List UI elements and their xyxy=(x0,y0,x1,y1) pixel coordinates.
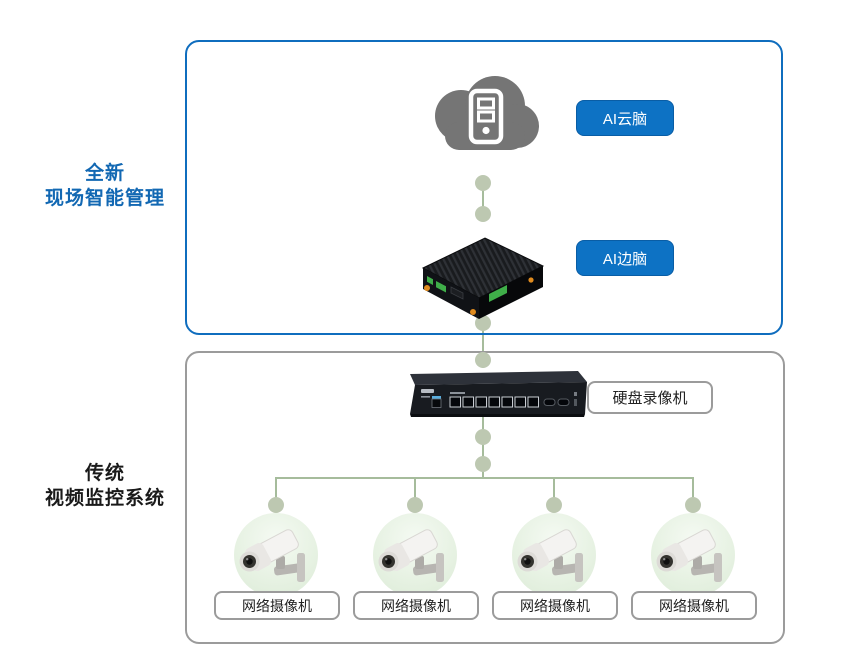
connector-dot xyxy=(475,206,491,222)
ip-camera-image xyxy=(239,525,306,583)
camera-circle-bg xyxy=(373,513,457,597)
nvr-device-image xyxy=(410,371,587,417)
connector-dot xyxy=(475,352,491,368)
camera-drop-line xyxy=(553,477,555,500)
edge-ai-box-image xyxy=(421,237,545,319)
camera-drop-line xyxy=(414,477,416,500)
camera-label-text: 网络摄像机 xyxy=(242,597,312,614)
camera-drop-line xyxy=(275,477,277,500)
camera-circle-bg xyxy=(512,513,596,597)
traditional-section-title: 传统 视频监控系统 xyxy=(5,461,205,511)
ai-edge-brain-label: AI边脑 xyxy=(602,250,648,268)
ip-camera-image xyxy=(517,525,584,583)
ip-camera-image xyxy=(656,525,723,583)
modern-title-line1: 全新 xyxy=(84,163,125,184)
connector-dot xyxy=(546,497,562,513)
connector-dot xyxy=(407,497,423,513)
connector-line-cloud-edge xyxy=(482,180,484,220)
camera-label-text: 网络摄像机 xyxy=(520,597,590,614)
ai-edge-brain-badge: AI边脑 xyxy=(576,240,674,276)
modern-section-title: 全新 现场智能管理 xyxy=(5,161,205,211)
cloud-server-icon xyxy=(435,76,539,150)
camera-drop-line xyxy=(692,477,694,500)
connector-dot xyxy=(475,456,491,472)
camera-label-box: 网络摄像机 xyxy=(353,591,479,620)
ip-camera-image xyxy=(378,525,445,583)
camera-label-box: 网络摄像机 xyxy=(492,591,618,620)
modern-section-frame xyxy=(185,40,783,335)
camera-label-text: 网络摄像机 xyxy=(381,597,451,614)
camera-circle-bg xyxy=(234,513,318,597)
connector-dot xyxy=(268,497,284,513)
traditional-title-line2: 视频监控系统 xyxy=(44,488,165,509)
camera-label-box: 网络摄像机 xyxy=(631,591,757,620)
ai-cloud-brain-label: AI云脑 xyxy=(602,110,648,128)
connector-line-edge-nvr xyxy=(482,316,484,368)
nvr-label-text: 硬盘录像机 xyxy=(612,390,688,407)
connector-dot xyxy=(475,429,491,445)
nvr-label-box: 硬盘录像机 xyxy=(587,381,713,414)
camera-label-text: 网络摄像机 xyxy=(659,597,729,614)
connector-line-nvr-cameras xyxy=(482,417,484,478)
connector-dot xyxy=(685,497,701,513)
camera-distribution-line xyxy=(276,477,694,479)
modern-title-line2: 现场智能管理 xyxy=(44,188,165,209)
camera-label-box: 网络摄像机 xyxy=(214,591,340,620)
traditional-title-line1: 传统 xyxy=(84,463,125,484)
camera-circle-bg xyxy=(651,513,735,597)
connector-dot xyxy=(475,175,491,191)
ai-cloud-brain-badge: AI云脑 xyxy=(576,100,674,136)
